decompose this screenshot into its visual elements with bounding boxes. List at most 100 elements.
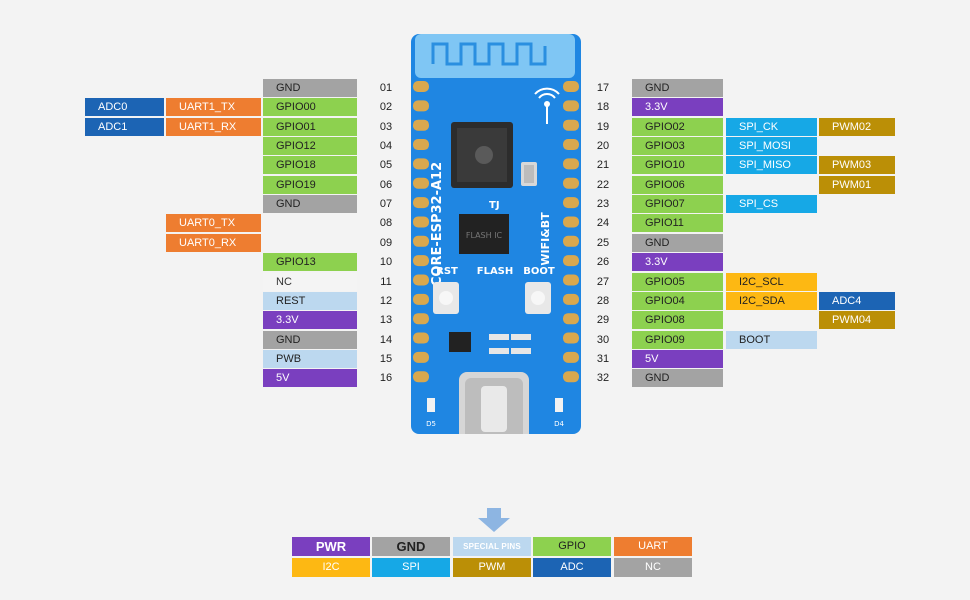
right-pin-label-gpio: GPIO03 <box>632 137 723 155</box>
pad-left <box>413 197 429 209</box>
legend-uart: UART <box>614 537 692 556</box>
left-pin-number: 06 <box>379 179 393 191</box>
espressif-logo-icon <box>475 146 493 164</box>
pad-right <box>563 371 579 383</box>
d5-label: D5 <box>426 420 436 428</box>
left-pin-number: 09 <box>379 237 393 249</box>
right-pin-number: 24 <box>596 217 610 229</box>
arrow-down-icon <box>478 508 510 532</box>
legend-spi: SPI <box>372 558 450 577</box>
right-pin-label-spi: SPI_MOSI <box>726 137 817 155</box>
right-pin-number: 26 <box>596 256 610 268</box>
left-pin-number: 04 <box>379 140 393 152</box>
right-pin-label-pwm: PWM02 <box>819 118 895 136</box>
right-pin-number: 20 <box>596 140 610 152</box>
right-pin-label-gpio: GPIO04 <box>632 292 723 310</box>
left-pin-label-spec: REST <box>263 292 357 310</box>
right-pin-label-gpio: GPIO07 <box>632 195 723 213</box>
left-pin-number: 01 <box>379 82 393 94</box>
pad-right <box>563 177 579 189</box>
pad-left <box>413 255 429 267</box>
left-pin-number: 12 <box>379 295 393 307</box>
right-pin-number: 22 <box>596 179 610 191</box>
antenna-trace <box>431 42 547 66</box>
pad-right <box>563 293 579 305</box>
pad-left <box>413 119 429 131</box>
left-pin-number: 10 <box>379 256 393 268</box>
left-pin-label-gnd: GND <box>263 331 357 349</box>
pad-left <box>413 293 429 305</box>
right-pin-label-gpio: GPIO08 <box>632 311 723 329</box>
pad-right <box>563 332 579 344</box>
left-pin-label-gnd: GND <box>263 195 357 213</box>
left-pin-number: 03 <box>379 121 393 133</box>
right-pin-number: 30 <box>596 334 610 346</box>
left-pin-label-uart: UART1_TX <box>166 98 261 116</box>
left-pin-label-pwr: 3.3V <box>263 311 357 329</box>
left-pin-number: 05 <box>379 159 393 171</box>
right-pin-label-spec: BOOT <box>726 331 817 349</box>
right-pin-label-pwr: 3.3V <box>632 98 723 116</box>
left-pin-label-pwr: 5V <box>263 369 357 387</box>
legend-pwr: PWR <box>292 537 370 556</box>
left-pin-label-gnd: GND <box>263 79 357 97</box>
castellated-pads <box>413 81 579 383</box>
flash-label: FLASH <box>477 266 514 277</box>
wifi-icon <box>534 87 560 124</box>
pad-left <box>413 371 429 383</box>
right-pin-label-adc: ADC4 <box>819 292 895 310</box>
right-pin-label-pwr: 3.3V <box>632 253 723 271</box>
right-pin-label-gpio: GPIO11 <box>632 214 723 232</box>
led-d5 <box>427 398 435 412</box>
svg-text:FLASH IC: FLASH IC <box>466 231 503 240</box>
left-pin-label-gpio: GPIO13 <box>263 253 357 271</box>
left-pin-label-uart: UART1_RX <box>166 118 261 136</box>
right-pin-number: 17 <box>596 82 610 94</box>
chip-mark: TJ <box>489 200 500 211</box>
pad-right <box>563 255 579 267</box>
right-pin-label-gnd: GND <box>632 79 723 97</box>
pad-left <box>413 313 429 325</box>
left-pin-number: 15 <box>379 353 393 365</box>
right-pin-number: 29 <box>596 314 610 326</box>
pad-right <box>563 351 579 363</box>
right-pin-label-i2c: I2C_SDA <box>726 292 817 310</box>
right-pin-label-spi: SPI_MISO <box>726 156 817 174</box>
left-pin-label-gpio: GPIO18 <box>263 156 357 174</box>
right-pin-label-pwm: PWM03 <box>819 156 895 174</box>
pad-left <box>413 274 429 286</box>
rst-label: RST <box>436 266 458 277</box>
left-pin-number: 07 <box>379 198 393 210</box>
legend-i2c: I2C <box>292 558 370 577</box>
left-pin-number: 08 <box>379 217 393 229</box>
right-pin-number: 23 <box>596 198 610 210</box>
right-pin-label-gnd: GND <box>632 369 723 387</box>
pad-left <box>413 332 429 344</box>
legend-gpio: GPIO <box>533 537 611 556</box>
pad-right <box>563 197 579 209</box>
left-pin-label-nc: NC <box>263 273 357 291</box>
pad-right <box>563 274 579 286</box>
boot-label: BOOT <box>523 266 555 277</box>
pad-right <box>563 216 579 228</box>
right-pin-number: 19 <box>596 121 610 133</box>
right-pin-number: 27 <box>596 276 610 288</box>
pad-left <box>413 158 429 170</box>
legend-adc: ADC <box>533 558 611 577</box>
flash-chip <box>459 214 509 254</box>
left-pin-label-gpio: GPIO01 <box>263 118 357 136</box>
left-pin-label-adc: ADC1 <box>85 118 164 136</box>
left-pin-number: 11 <box>380 276 392 288</box>
left-pin-label-gpio: GPIO00 <box>263 98 357 116</box>
pad-left <box>413 139 429 151</box>
right-pin-label-gpio: GPIO10 <box>632 156 723 174</box>
legend-gnd: GND <box>372 537 450 556</box>
pad-right <box>563 235 579 247</box>
left-pin-label-gpio: GPIO19 <box>263 176 357 194</box>
right-pin-label-spi: SPI_CK <box>726 118 817 136</box>
pad-left <box>413 100 429 112</box>
right-pin-label-gpio: GPIO02 <box>632 118 723 136</box>
board-name: CORE-ESP32-A12 <box>430 162 445 286</box>
right-pin-number: 28 <box>596 295 610 307</box>
right-pin-number: 18 <box>596 101 610 113</box>
